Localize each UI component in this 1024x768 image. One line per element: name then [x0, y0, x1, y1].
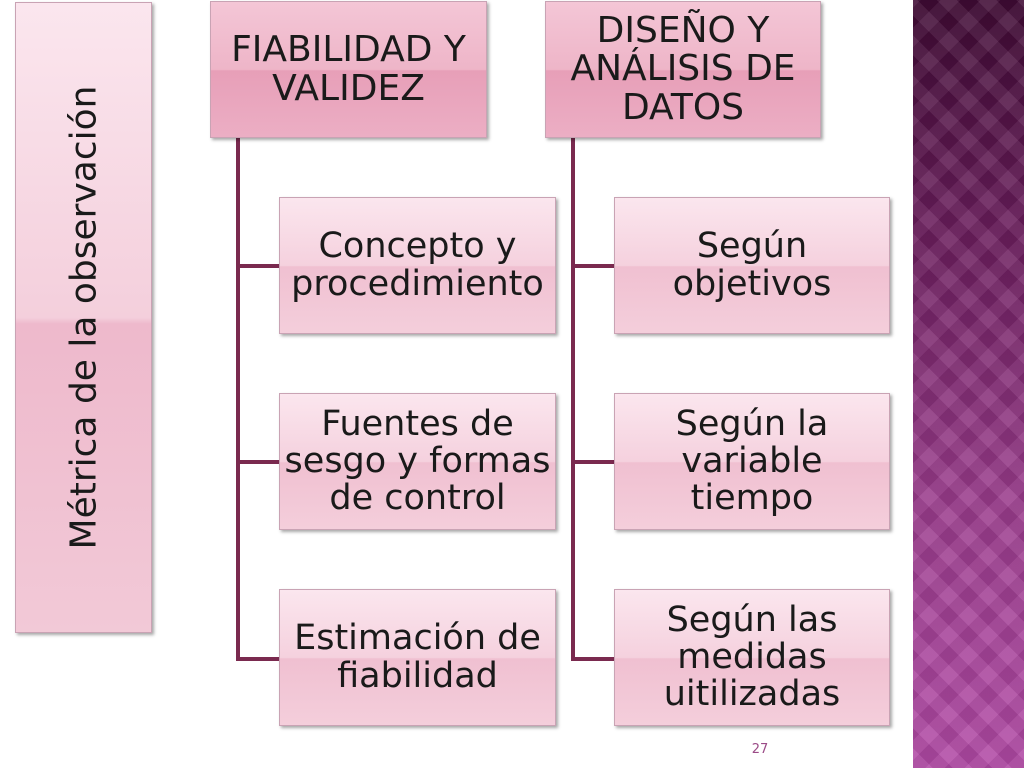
child-label-line: fiabilidad: [337, 655, 498, 696]
decorative-side-band: [913, 0, 1024, 768]
child-label-line: Según las: [666, 599, 838, 640]
child-label-line: medidas: [677, 636, 827, 677]
child-node-concepto: Concepto y procedimiento: [279, 197, 556, 334]
branch-label-line: ANÁLISIS DE: [570, 48, 796, 90]
child-label-line: Según: [696, 226, 808, 267]
connector-line: [571, 460, 615, 464]
child-label-line: Concepto y: [318, 226, 517, 267]
branch-node-diseno: DISEÑO Y ANÁLISIS DE DATOS: [545, 1, 821, 138]
child-label-line: de control: [329, 478, 506, 519]
root-node: Métrica de la observación: [15, 2, 152, 633]
connector-line: [236, 460, 280, 464]
child-node-objetivos: Según objetivos: [614, 197, 890, 334]
branch-node-fiabilidad: FIABILIDAD Y VALIDEZ: [210, 1, 487, 138]
connector-line: [571, 138, 575, 661]
branch-label-line: DISEÑO Y: [596, 10, 770, 52]
child-label-line: objetivos: [672, 263, 832, 304]
branch-label-line: DATOS: [621, 86, 745, 128]
connector-line: [236, 657, 280, 661]
child-node-estimacion: Estimación de fiabilidad: [279, 589, 556, 726]
connector-line: [236, 138, 240, 661]
branch-label-line: FIABILIDAD Y: [231, 29, 466, 71]
child-label-line: tiempo: [690, 478, 814, 519]
child-node-fuentes: Fuentes de sesgo y formas de control: [279, 393, 556, 530]
connector-line: [571, 657, 615, 661]
connector-line: [571, 264, 615, 268]
child-node-tiempo: Según la variable tiempo: [614, 393, 890, 530]
child-label-line: uitilizadas: [663, 674, 841, 715]
child-node-medidas: Según las medidas uitilizadas: [614, 589, 890, 726]
root-label: Métrica de la observación: [63, 85, 104, 550]
child-label-line: sesgo y formas: [284, 440, 551, 481]
page-number: 27: [751, 742, 769, 757]
connector-line: [236, 264, 280, 268]
child-label-line: Fuentes de: [321, 403, 514, 444]
branch-label-line: VALIDEZ: [272, 67, 425, 109]
child-label-line: Según la: [675, 403, 829, 444]
child-label-line: Estimación de: [294, 618, 541, 659]
child-label-line: procedimiento: [291, 263, 544, 304]
child-label-line: variable: [681, 440, 823, 481]
